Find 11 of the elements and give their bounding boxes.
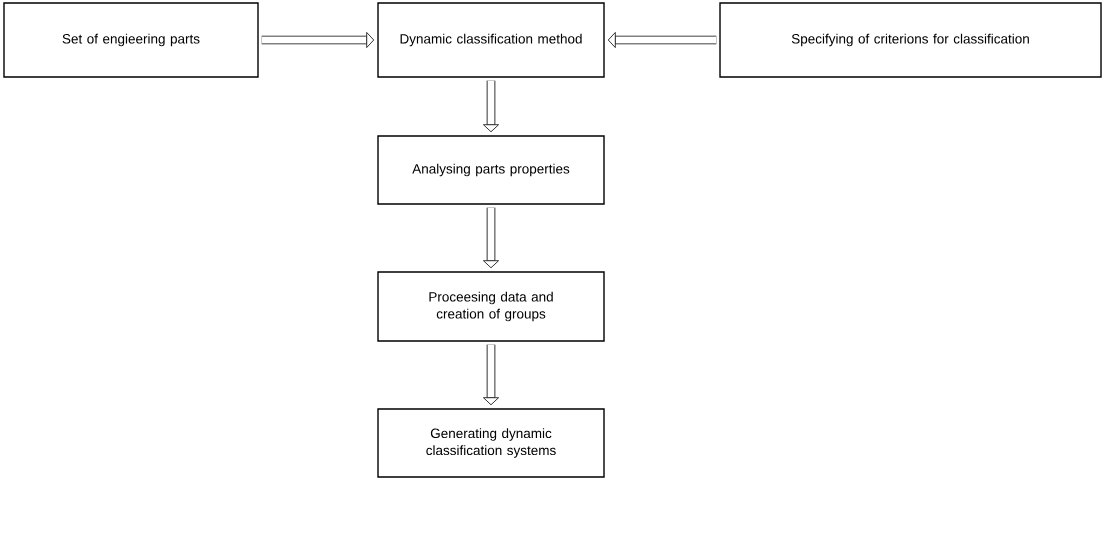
block-arrow [261,32,375,48]
process-box: Proceesing data and creation of groups [377,271,605,342]
process-box: Analysing parts properties [377,135,605,205]
block-arrow [483,207,499,269]
process-box: Generating dynamic classification systems [377,408,605,478]
process-box: Set of engieering parts [3,2,259,78]
process-box: Dynamic classification method [377,2,605,78]
block-arrow [483,80,499,133]
block-arrow [483,344,499,406]
block-arrow [607,32,717,48]
process-box: Specifying of criterions for classification [719,2,1102,78]
